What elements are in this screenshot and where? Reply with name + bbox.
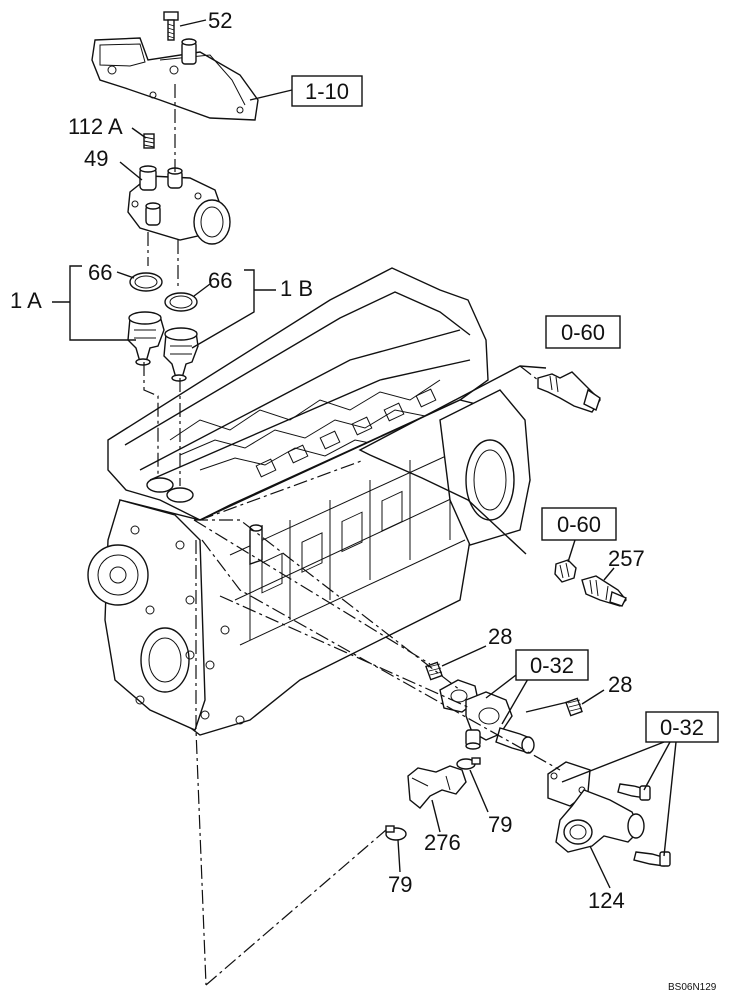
bolts-0-32 (617, 783, 671, 867)
drawing-code: BS06N129 (668, 982, 717, 993)
label-257: 257 (608, 546, 645, 571)
hose-276 (407, 765, 467, 809)
ref-box-0-32-mid[interactable]: 0-32 (515, 649, 589, 681)
plug-28-right (565, 697, 583, 717)
label-79-lower: 79 (388, 872, 412, 897)
ref-label-1-10: 1-10 (305, 79, 349, 104)
switch-257 (581, 575, 627, 607)
hose-clamp-79-right (456, 757, 481, 770)
water-inlet-124 (547, 761, 645, 853)
leader-lines (52, 19, 677, 986)
label-66-right: 66 (208, 268, 232, 293)
engine-block (87, 267, 531, 736)
label-52: 52 (208, 8, 232, 33)
label-49: 49 (84, 146, 108, 171)
hose-clamp-79-lower (385, 825, 407, 841)
ref-box-0-60-mid[interactable]: 0-60 (541, 507, 617, 541)
bracket (91, 37, 259, 121)
label-276: 276 (424, 830, 461, 855)
ref-label-0-60-mid: 0-60 (557, 512, 601, 537)
ref-label-0-32-right: 0-32 (660, 715, 704, 740)
adapter-0-60 (554, 559, 577, 583)
label-28-right: 28 (608, 672, 632, 697)
label-79-right: 79 (488, 812, 512, 837)
ref-box-0-60-top[interactable]: 0-60 (545, 315, 621, 349)
thermostat-1a (127, 311, 165, 366)
ref-box-1-10[interactable]: 1-10 (291, 75, 363, 107)
thermostat-assembly (91, 11, 259, 382)
gasket-66-right (164, 292, 198, 312)
label-1b: 1 B (280, 276, 313, 301)
bolt-52 (163, 11, 179, 41)
thermostat-housing-49 (127, 165, 231, 245)
thermostat-1b (163, 327, 199, 382)
label-124: 124 (588, 888, 625, 913)
gasket-66-left (129, 272, 163, 292)
ref-label-0-60-top: 0-60 (561, 320, 605, 345)
label-112a: 112 A (68, 114, 123, 139)
ref-box-0-32-right[interactable]: 0-32 (645, 711, 719, 743)
plug-112a (143, 133, 155, 149)
temperature-sensor-top (537, 371, 601, 413)
part-labels: 52 112 A 49 66 66 1 A 1 B 257 28 28 79 2… (10, 8, 717, 993)
label-28-upper: 28 (488, 624, 512, 649)
label-66-left: 66 (88, 260, 112, 285)
label-1a: 1 A (10, 288, 42, 313)
water-outlet-fitting (465, 691, 535, 754)
ref-label-0-32-mid: 0-32 (530, 653, 574, 678)
